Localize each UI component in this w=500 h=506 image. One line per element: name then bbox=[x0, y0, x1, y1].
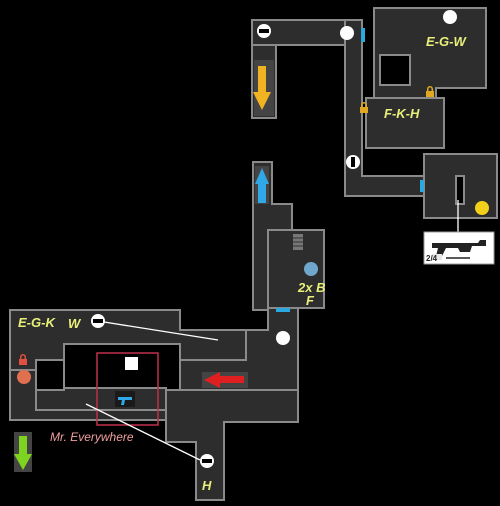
room-center[interactable] bbox=[267, 229, 325, 309]
item-circle[interactable] bbox=[443, 10, 457, 24]
item-circle[interactable] bbox=[276, 331, 290, 345]
save-point-icon[interactable] bbox=[257, 24, 271, 38]
label-room-west: E-G-K bbox=[18, 315, 56, 330]
room-se-pit bbox=[455, 175, 465, 205]
item-circle-orange[interactable] bbox=[17, 370, 31, 384]
stairs-left-red[interactable] bbox=[202, 372, 248, 388]
save-point-icon[interactable] bbox=[200, 454, 214, 468]
item-square[interactable] bbox=[125, 357, 138, 370]
save-points bbox=[91, 24, 360, 468]
item-circle[interactable] bbox=[340, 26, 354, 40]
label-room-center: 2x B bbox=[297, 280, 325, 295]
pointer-line bbox=[103, 321, 219, 341]
label-npc: Mr. Everywhere bbox=[50, 430, 134, 444]
stairs-up-blue[interactable] bbox=[255, 166, 269, 204]
room-mid-east[interactable] bbox=[365, 97, 445, 149]
weapon-card-ammo: 2/4 bbox=[426, 254, 438, 263]
door-center[interactable] bbox=[276, 308, 290, 312]
weapon-icon[interactable] bbox=[115, 391, 135, 407]
label-room-center-sub: F bbox=[306, 293, 315, 308]
save-point-icon[interactable] bbox=[346, 155, 360, 169]
arrows bbox=[14, 60, 303, 472]
label-room-mid-east: F-K-H bbox=[384, 106, 420, 121]
locks bbox=[19, 86, 434, 365]
pillar-west bbox=[35, 359, 65, 391]
pointer-line-npc bbox=[85, 403, 201, 461]
stairs-center[interactable] bbox=[293, 234, 303, 250]
item-circle-blue[interactable] bbox=[304, 262, 318, 276]
lock-icon[interactable] bbox=[426, 86, 434, 97]
door-top[interactable] bbox=[361, 28, 365, 42]
item-circle-yellow[interactable] bbox=[475, 201, 489, 215]
save-point-icon[interactable] bbox=[91, 314, 105, 328]
label-room-west-sub: W bbox=[68, 316, 82, 331]
lock-icon[interactable] bbox=[19, 354, 27, 365]
doors bbox=[276, 28, 424, 312]
room-south[interactable] bbox=[165, 389, 299, 501]
exit-down-green[interactable] bbox=[14, 432, 32, 472]
stairs-down-yellow[interactable] bbox=[253, 60, 274, 116]
items bbox=[17, 10, 489, 384]
room-ne-pillar bbox=[379, 54, 411, 86]
label-room-south: H bbox=[202, 478, 212, 493]
lock-icon[interactable] bbox=[360, 102, 368, 113]
label-room-ne: E-G-W bbox=[426, 34, 467, 49]
room-weapon[interactable] bbox=[35, 387, 167, 411]
weapon-card[interactable]: 2/4 bbox=[423, 231, 495, 265]
labels: E-G-W F-K-H 2x B F E-G-K W H Mr. Everywh… bbox=[18, 34, 467, 493]
center-area bbox=[9, 161, 325, 501]
door-east[interactable] bbox=[420, 180, 424, 192]
